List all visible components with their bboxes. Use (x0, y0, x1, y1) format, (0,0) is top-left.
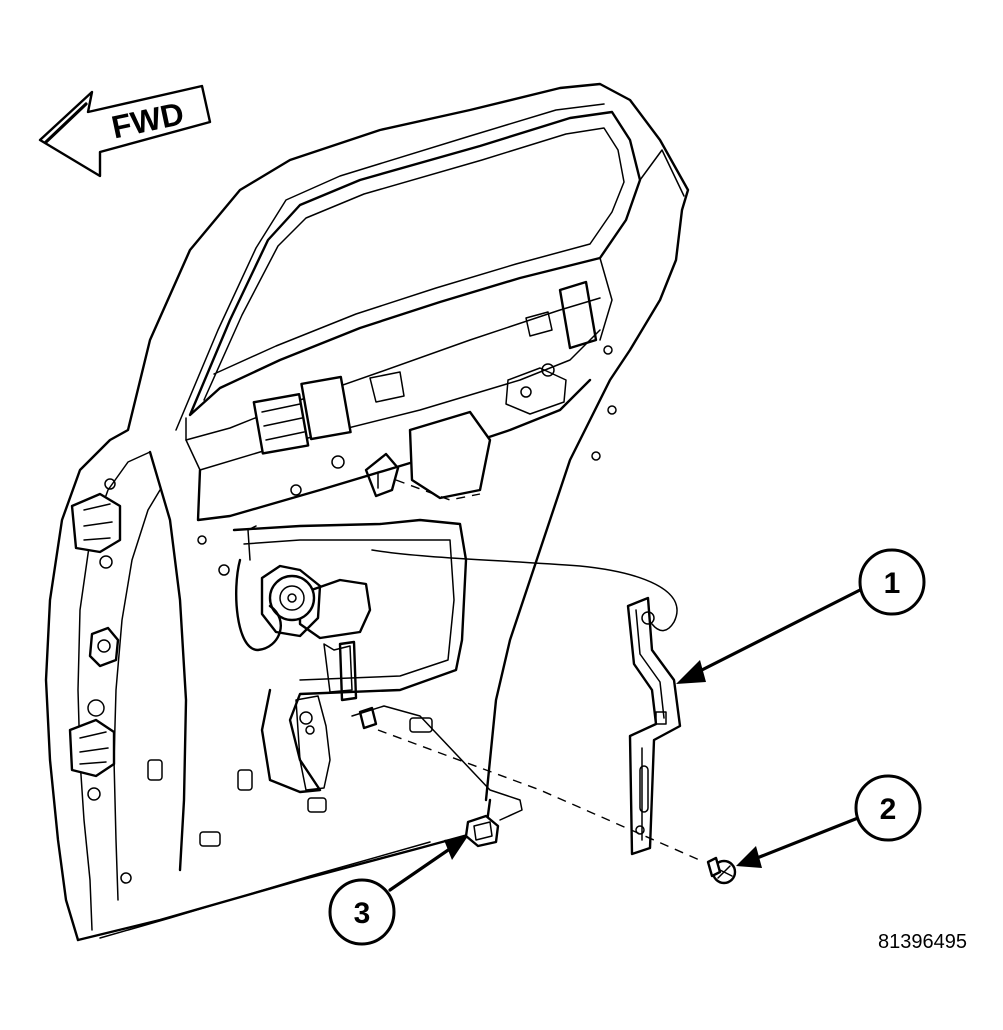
bracket-part-1 (626, 596, 682, 856)
callout-1: 1 (858, 548, 926, 616)
callout-2-number: 2 (880, 793, 897, 826)
fwd-arrow-icon: FWD (38, 84, 212, 178)
callout-3-number: 3 (354, 897, 371, 930)
callout-3: 3 (328, 878, 396, 946)
callout-leaders (388, 588, 862, 892)
clip-part-3 (464, 814, 500, 848)
fwd-label: FWD (108, 95, 187, 145)
inner-panel (147, 280, 617, 872)
callout-2: 2 (854, 774, 922, 842)
screw-part-2 (706, 856, 737, 885)
lower-mounts (295, 695, 523, 821)
door-hinges (68, 478, 132, 884)
figure-reference: 81396495 (878, 931, 967, 953)
window-frame (175, 103, 685, 441)
alignment-lines (377, 479, 705, 863)
callout-1-number: 1 (884, 567, 901, 600)
window-motor (232, 518, 678, 794)
door-shell (44, 82, 690, 942)
